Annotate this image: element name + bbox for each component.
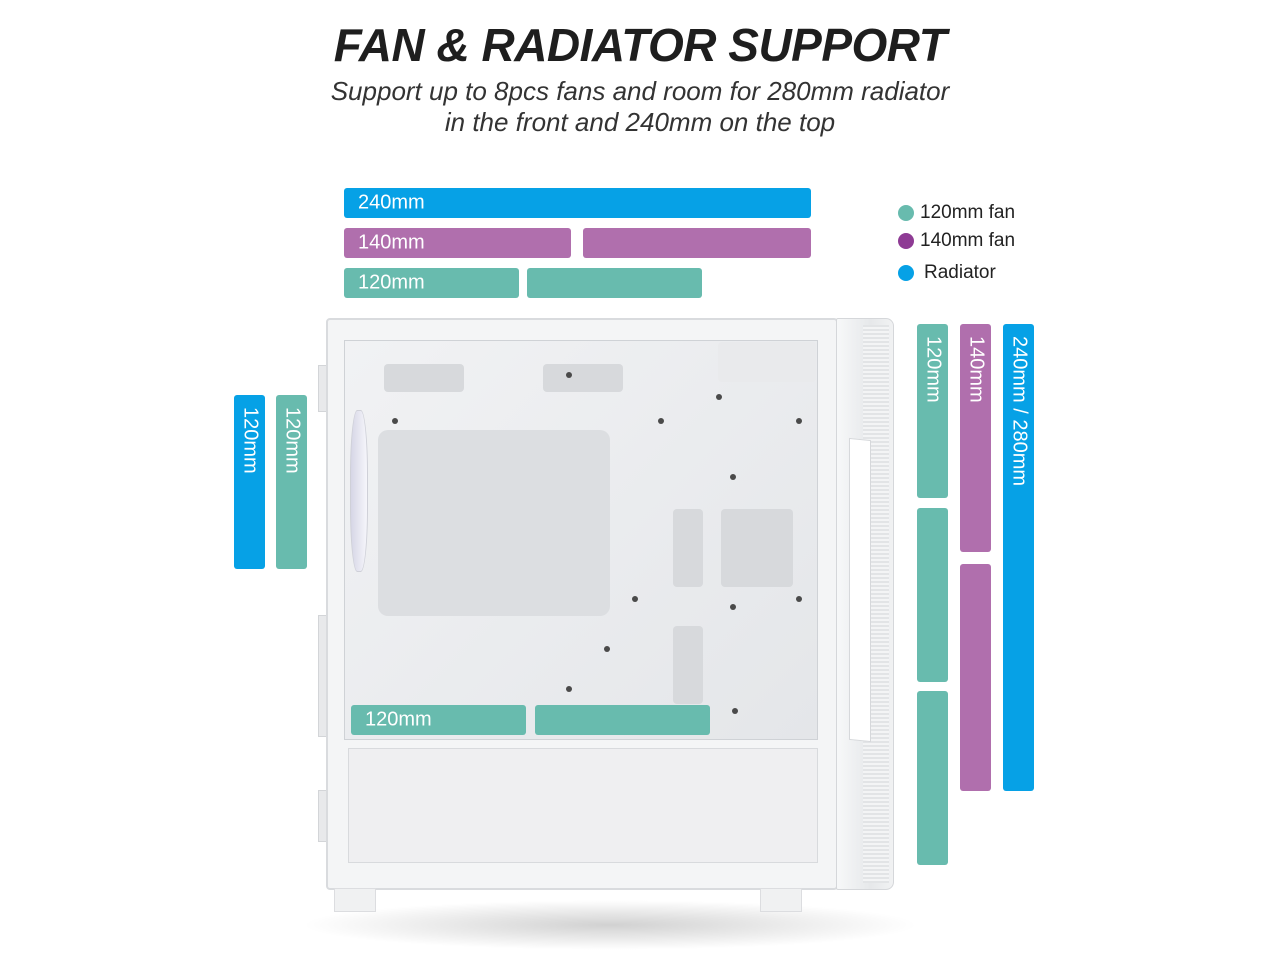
cable-cutout [673,509,703,587]
front-fan140-label: 140mm [965,336,987,403]
mount-hole [392,418,398,424]
bottom-fan120-label: 120mm [365,708,432,731]
subtitle-line-2: in the front and 240mm on the top [444,107,836,137]
mount-hole [796,418,802,424]
top-fan-140-bar: 140mm [344,228,571,258]
front-fan-120-bar: 120mm [917,324,948,498]
case-front-panel [836,318,894,890]
top-radiator-label: 240mm [358,191,425,214]
bottom-fan-120-bar: 120mm [351,705,526,735]
mount-hole [730,604,736,610]
case-foot [760,888,802,912]
rear-radiator-label: 120mm [239,407,261,474]
top-gap [718,342,816,382]
top-fan140-label: 140mm [358,231,425,254]
mount-hole [632,596,638,602]
rear-fan-edge [350,410,368,572]
cable-cutout [673,626,703,704]
front-fan-120-bar [917,508,948,682]
rear-radiator-120-bar: 120mm [234,395,265,569]
front-accent [849,437,871,743]
mount-hole [730,474,736,480]
front-fan-140-bar: 140mm [960,324,991,552]
legend-dot-140 [898,233,914,249]
front-fan-140-bar [960,564,991,791]
front-radiator-label: 240mm / 280mm [1008,336,1030,487]
top-fan-120-bar: 120mm [344,268,519,298]
mount-hole [796,596,802,602]
top-radiator-240-bar: 240mm [344,188,811,218]
top-fan120-label: 120mm [358,271,425,294]
case-foot [334,888,376,912]
motherboard-cutout [378,430,610,616]
cable-cutout [384,364,464,392]
legend-label: 140mm fan [920,230,1016,251]
mount-hole [716,394,722,400]
legend-dot-radiator [898,265,914,281]
bottom-fan-120-bar [535,705,710,735]
rear-fan120-label: 120mm [281,407,303,474]
page-title: FAN & RADIATOR SUPPORT [333,19,947,71]
psu-shroud [348,748,818,863]
rear-fan-120-bar: 120mm [276,395,307,569]
top-fan-120-bar [527,268,702,298]
front-radiator-280-bar: 240mm / 280mm [1003,324,1034,791]
mount-hole [732,708,738,714]
case-shadow [300,900,920,950]
mount-hole [658,418,664,424]
top-fan-140-bar [583,228,811,258]
mount-hole [604,646,610,652]
mount-hole [566,686,572,692]
front-fan-120-bar [917,691,948,865]
cable-cutout [543,364,623,392]
legend-dot-120 [898,205,914,221]
subtitle-line-1: Support up to 8pcs fans and room for 280… [330,76,950,106]
legend-label: 120mm fan [920,202,1016,223]
front-fan120-label: 120mm [922,336,944,403]
mount-hole [566,372,572,378]
legend-label: Radiator [924,262,996,283]
drive-cutout [721,509,793,587]
